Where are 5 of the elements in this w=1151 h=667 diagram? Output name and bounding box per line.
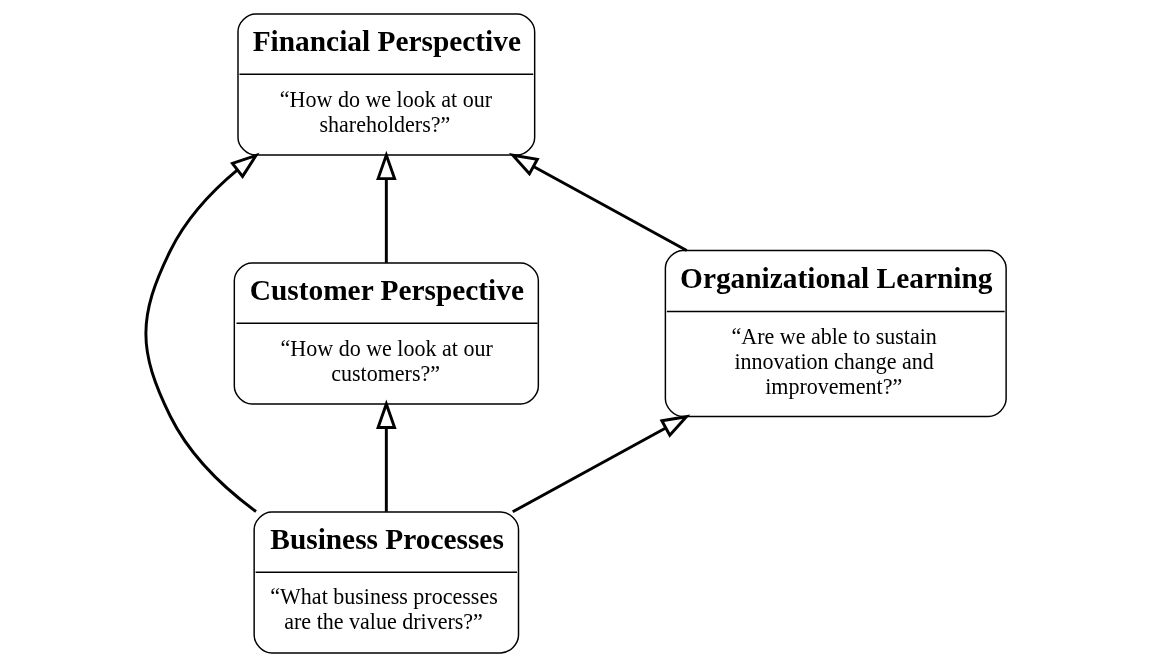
arrow — [511, 414, 690, 514]
arrow — [375, 150, 397, 263]
arrow — [375, 399, 397, 512]
arrow — [143, 152, 260, 513]
arrow — [508, 153, 687, 252]
